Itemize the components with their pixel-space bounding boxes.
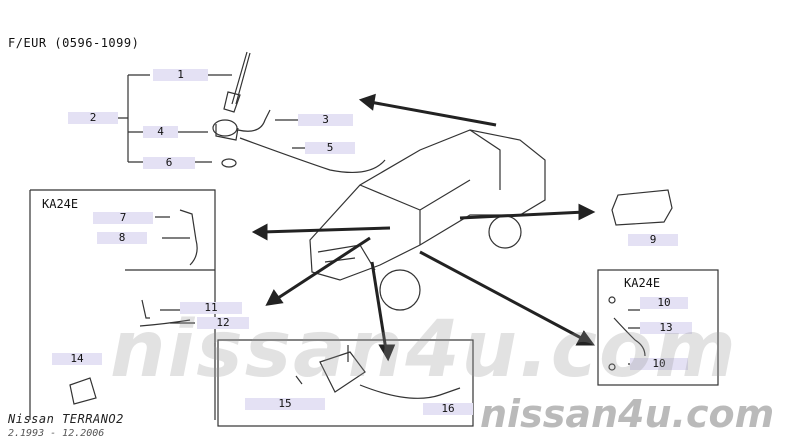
right-variant-title: KA24E [624,276,661,290]
bottom-group-frame [217,339,474,427]
callout-10-top[interactable]: 10 [640,297,688,309]
callout-9[interactable]: 9 [628,234,678,246]
ground-strap-7-8 [179,209,198,266]
callout-8[interactable]: 8 [97,232,147,244]
filter-16 [319,351,366,393]
callout-2[interactable]: 2 [68,112,118,124]
arrow-antenna [369,100,497,127]
arrow-11-12 [274,236,371,302]
callout-7[interactable]: 7 [93,212,153,224]
callout-bracket [118,74,150,163]
callout-15[interactable]: 15 [245,398,325,410]
arrow-to-9 [459,210,586,220]
part-9 [611,189,673,226]
antenna-mast [231,51,251,105]
callout-4[interactable]: 4 [143,126,178,138]
feeder-cable [239,137,386,173]
screw-15 [295,375,303,385]
bolt-11 [141,299,150,319]
bracket-14 [69,377,97,405]
right-variant-frame [597,269,719,386]
arrow-left-box [261,226,391,234]
antenna-base [212,119,238,137]
rear-wheel [488,215,522,249]
diagram-code: F/EUR (0596-1099) [8,36,140,50]
production-dates: 2.1993 - 12.2006 [8,428,105,439]
callout-1[interactable]: 1 [153,69,208,81]
front-wheel [379,269,421,311]
callout-11[interactable]: 11 [180,302,242,314]
arrow-bottom [370,261,388,351]
left-variant-frame [29,189,216,420]
grommet [221,158,237,168]
callout-6[interactable]: 6 [143,157,195,169]
arrow-right-box [419,250,586,342]
vehicle-body [309,129,546,281]
strap-12 [139,319,191,327]
callout-12[interactable]: 12 [197,317,249,329]
left-variant-title: KA24E [42,197,79,211]
strap-13 [613,317,646,357]
vehicle-model: Nissan TERRANO2 [8,412,124,426]
callout-3[interactable]: 3 [298,114,353,126]
callout-5[interactable]: 5 [305,142,355,154]
callout-13[interactable]: 13 [640,322,692,334]
callout-16[interactable]: 16 [423,403,473,415]
callout-14[interactable]: 14 [52,353,102,365]
callout-10-bottom[interactable]: 10 [630,358,688,370]
